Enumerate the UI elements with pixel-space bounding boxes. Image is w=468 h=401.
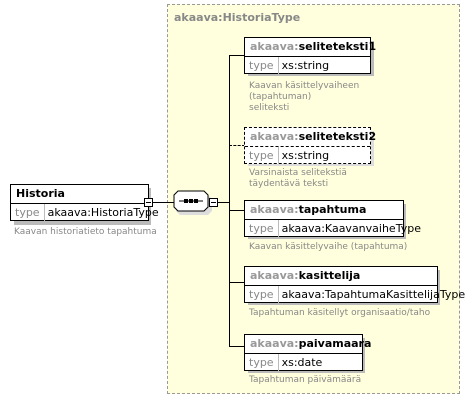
connector-trunk — [229, 55, 230, 347]
element-2-name: seliteteksti2 — [298, 130, 377, 143]
element-4-namespace: akaava: — [250, 269, 299, 282]
element-2-type-value: xs:string — [281, 149, 330, 162]
element-2-type-key: type — [245, 147, 279, 164]
element-2-doc: Varsinaista selitekstiä täydentävä tekst… — [249, 168, 347, 189]
complex-type-title: akaava:HistoriaType — [174, 11, 301, 24]
element-kasittelija[interactable]: akaava:kasittelija type akaava:Tapahtuma… — [244, 266, 465, 303]
connector-branch-4 — [229, 282, 245, 283]
root-type-key: type — [11, 204, 45, 221]
connector-branch-5 — [229, 346, 245, 347]
connector-branch-3 — [229, 210, 245, 211]
element-3-type-value: akaava:KaavanvaiheType — [281, 222, 421, 235]
element-seliteteksti1[interactable]: akaava:seliteteksti1 type xs:string — [244, 37, 376, 74]
element-4-type-value: akaava:TapahtumaKasittelijaType — [281, 288, 466, 301]
element-5-type-key: type — [245, 354, 279, 371]
element-5-namespace: akaava: — [250, 337, 299, 350]
element-paivamaara[interactable]: akaava:paivamaara type xs:date — [244, 334, 371, 371]
root-type-value: akaava:HistoriaType — [47, 206, 159, 219]
element-5-type-value: xs:date — [281, 356, 323, 369]
element-5-doc: Tapahtuman päivämäärä — [249, 375, 362, 385]
root-element-doc: Kaavan historiatieto tapahtuma — [14, 227, 157, 237]
sequence-collapse-toggle[interactable] — [209, 198, 218, 207]
element-5-name: paivamaara — [298, 337, 372, 350]
sequence-compositor-icon[interactable] — [172, 190, 212, 216]
root-collapse-toggle[interactable] — [144, 198, 153, 207]
element-3-namespace: akaava: — [250, 203, 299, 216]
element-4-doc: Tapahtuman käsitellyt organisaatio/taho — [249, 308, 431, 318]
element-1-name: seliteteksti1 — [298, 40, 377, 53]
element-3-doc: Kaavan käsittelyvaihe (tapahtuma) — [249, 242, 408, 252]
element-3-name: tapahtuma — [298, 203, 367, 216]
root-element-name: Historia — [11, 185, 148, 204]
element-seliteteksti2[interactable]: akaava:seliteteksti2 type xs:string — [244, 127, 376, 164]
element-1-type-value: xs:string — [281, 59, 330, 72]
element-1-type-key: type — [245, 57, 279, 74]
element-4-type-key: type — [245, 286, 279, 303]
element-2-namespace: akaava: — [250, 130, 299, 143]
element-3-type-key: type — [245, 220, 279, 237]
root-element-historia[interactable]: Historia type akaava:HistoriaType — [10, 184, 159, 221]
connector-branch-2 — [229, 145, 245, 146]
connector-root-to-sequence — [153, 202, 175, 203]
element-4-name: kasittelija — [298, 269, 361, 282]
element-1-doc: Kaavan käsittelyvaiheen (tapahtuman) sel… — [249, 81, 360, 113]
element-1-namespace: akaava: — [250, 40, 299, 53]
connector-sequence-to-trunk — [218, 202, 230, 203]
element-tapahtuma[interactable]: akaava:tapahtuma type akaava:Kaavanvaihe… — [244, 200, 421, 237]
root-element-type-row: type akaava:HistoriaType — [11, 204, 159, 221]
connector-branch-1 — [229, 55, 245, 56]
